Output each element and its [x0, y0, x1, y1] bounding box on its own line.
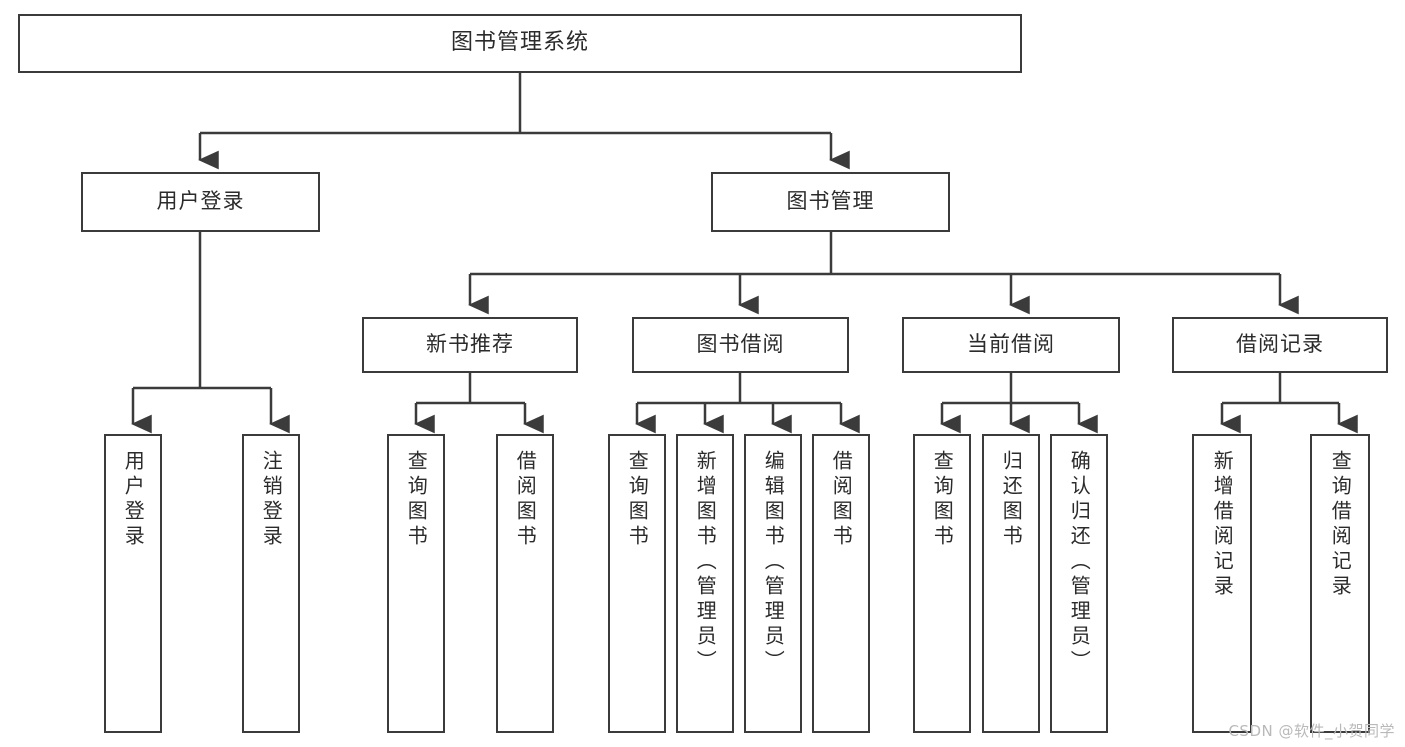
node-label: 当前借阅	[967, 332, 1055, 357]
node-leaf-confirm-return[interactable]: 确认归还（管理员）	[1050, 434, 1108, 733]
node-label: 查询借阅记录	[1328, 450, 1353, 600]
node-leaf-borrow-book-2[interactable]: 借阅图书	[812, 434, 870, 733]
csdn-watermark: CSDN @软件_小贺同学	[1228, 722, 1395, 740]
node-label: 图书管理	[786, 189, 875, 214]
node-label: 新增图书（管理员）	[693, 450, 718, 675]
node-book-borrow[interactable]: 图书借阅	[632, 317, 849, 373]
node-label: 查询图书	[404, 450, 429, 550]
node-label: 借阅记录	[1236, 332, 1324, 357]
node-label: 图书借阅	[696, 332, 785, 357]
node-borrow-record[interactable]: 借阅记录	[1172, 317, 1388, 373]
node-current-borrow[interactable]: 当前借阅	[902, 317, 1120, 373]
node-label: 查询图书	[625, 450, 650, 550]
node-label: 图书管理系统	[450, 30, 589, 56]
node-label: 借阅图书	[513, 450, 538, 550]
node-leaf-borrow-book-1[interactable]: 借阅图书	[496, 434, 554, 733]
node-label: 查询图书	[930, 450, 955, 550]
node-root-system[interactable]: 图书管理系统	[18, 14, 1022, 73]
node-label: 用户登录	[156, 189, 245, 214]
node-label: 编辑图书（管理员）	[761, 450, 786, 675]
node-leaf-query-book-3[interactable]: 查询图书	[913, 434, 971, 733]
node-label: 确认归还（管理员）	[1067, 450, 1092, 675]
node-leaf-return-book[interactable]: 归还图书	[982, 434, 1040, 733]
node-leaf-query-book-2[interactable]: 查询图书	[608, 434, 666, 733]
node-new-book-recommend[interactable]: 新书推荐	[362, 317, 578, 373]
node-leaf-user-login[interactable]: 用户登录	[104, 434, 162, 733]
node-leaf-add-record[interactable]: 新增借阅记录	[1192, 434, 1252, 733]
node-leaf-edit-book[interactable]: 编辑图书（管理员）	[744, 434, 802, 733]
node-label: 用户登录	[121, 450, 146, 550]
node-label: 新增借阅记录	[1210, 450, 1235, 600]
node-user-login[interactable]: 用户登录	[81, 172, 320, 232]
node-label: 新书推荐	[426, 332, 514, 357]
node-leaf-query-record[interactable]: 查询借阅记录	[1310, 434, 1370, 733]
node-label: 借阅图书	[829, 450, 854, 550]
node-leaf-query-book-1[interactable]: 查询图书	[387, 434, 445, 733]
node-leaf-logout[interactable]: 注销登录	[242, 434, 300, 733]
node-book-manage[interactable]: 图书管理	[711, 172, 950, 232]
node-leaf-add-book[interactable]: 新增图书（管理员）	[676, 434, 734, 733]
node-label: 归还图书	[999, 450, 1024, 550]
node-label: 注销登录	[259, 450, 284, 550]
